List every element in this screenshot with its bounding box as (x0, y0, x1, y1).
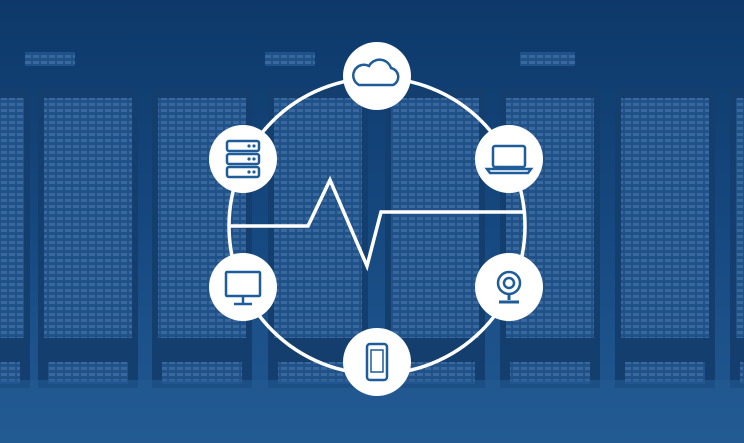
smartphone-icon (365, 342, 389, 382)
device-node (343, 42, 411, 110)
server-rack (730, 88, 744, 388)
device-node (343, 328, 411, 396)
device-node (209, 253, 277, 321)
server-racks (0, 52, 744, 388)
server-rack (268, 88, 368, 388)
ceiling-vent (265, 52, 315, 66)
monitor-icon (224, 270, 262, 306)
cloud-icon (352, 58, 400, 87)
heartbeat-pulse-icon (230, 175, 525, 272)
server-rack (385, 88, 485, 388)
ceiling-vent (520, 52, 575, 66)
ceiling-vent (25, 52, 75, 66)
server-rack (615, 88, 715, 388)
webcam-icon (496, 270, 522, 304)
server-rack (0, 88, 30, 388)
laptop-icon (484, 144, 534, 175)
device-node (475, 125, 543, 193)
device-node (209, 125, 277, 193)
server-rack (38, 88, 138, 388)
device-node (475, 253, 543, 321)
server-icon (225, 139, 261, 179)
